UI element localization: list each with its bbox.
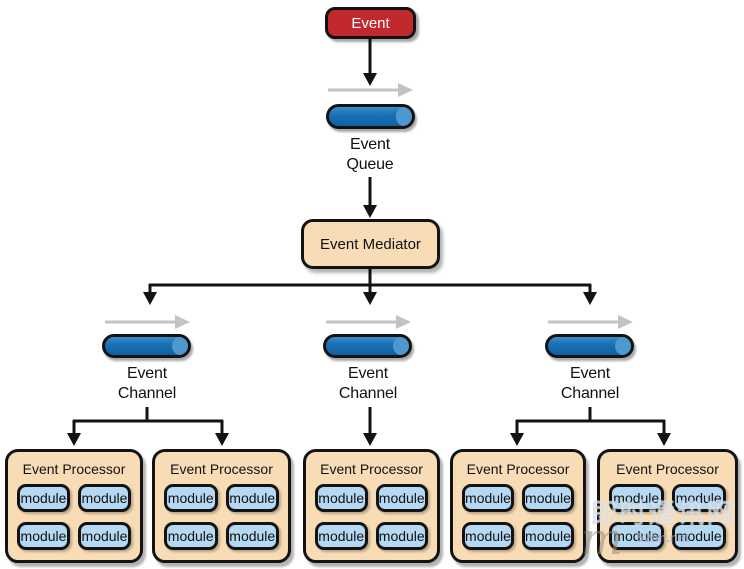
arrowhead-right-icon [618, 315, 633, 329]
module-block: module [375, 484, 428, 512]
module-block: module [671, 522, 726, 550]
module-block: module [164, 484, 218, 512]
module-block: module [315, 484, 368, 512]
module-block: module [225, 522, 279, 550]
event-processor-title: Event Processor [22, 461, 126, 477]
module-block: module [609, 522, 664, 550]
module-block: module [315, 522, 368, 550]
arrowhead-down-icon [363, 205, 377, 218]
module-grid: module module module module [462, 484, 574, 550]
module-block: module [462, 522, 514, 550]
module-grid: module module module module [164, 484, 279, 550]
arrowhead-right-icon [398, 83, 413, 97]
module-block: module [17, 484, 70, 512]
module-block: module [462, 484, 514, 512]
event-processor-title: Event Processor [466, 461, 570, 477]
arrowhead-down-icon [363, 292, 377, 305]
arrowhead-down-icon [510, 433, 524, 446]
event-node: Event [325, 7, 416, 39]
event-processor-5: Event Processor module module module mod… [597, 449, 738, 563]
module-grid: module module module module [17, 484, 131, 550]
arrowhead-right-icon [175, 315, 190, 329]
arrowhead-down-icon [657, 433, 671, 446]
module-block: module [522, 484, 574, 512]
module-block: module [17, 522, 70, 550]
module-block: module [164, 522, 218, 550]
arrowhead-down-icon [583, 292, 597, 305]
module-block: module [225, 484, 279, 512]
event-channel-cylinder-2 [323, 334, 412, 358]
module-block: module [78, 522, 131, 550]
event-processor-4: Event Processor module module module mod… [450, 449, 586, 563]
arrowhead-down-icon [67, 433, 81, 446]
event-channel-cylinder-3 [545, 334, 634, 358]
module-block: module [78, 484, 131, 512]
event-node-label: Event [351, 14, 390, 32]
event-processor-1: Event Processor module module module mod… [5, 449, 143, 563]
module-block: module [671, 484, 726, 512]
event-processor-3: Event Processor module module module mod… [303, 449, 440, 563]
event-queue-label: Event Queue [346, 136, 394, 174]
event-channel-label-1: Event Channel [117, 365, 177, 403]
module-grid: module module module module [609, 484, 726, 550]
event-channel-cylinder-1 [102, 334, 191, 358]
event-mediator-label: Event Mediator [320, 235, 421, 253]
arrowhead-down-icon [363, 433, 377, 446]
module-block: module [522, 522, 574, 550]
event-mediator-node: Event Mediator [301, 219, 440, 269]
module-block: module [609, 484, 664, 512]
event-processor-title: Event Processor [170, 461, 273, 477]
event-channel-label-3: Event Channel [560, 365, 620, 403]
arrowhead-down-icon [215, 433, 229, 446]
arrowhead-down-icon [143, 292, 157, 305]
event-channel-label-2: Event Channel [338, 365, 398, 403]
module-block: module [375, 522, 428, 550]
module-grid: module module module module [315, 484, 428, 550]
event-processor-title: Event Processor [616, 461, 719, 477]
event-queue-cylinder [326, 104, 415, 129]
arrowhead-right-icon [396, 315, 411, 329]
event-processor-title: Event Processor [320, 461, 423, 477]
event-processor-2: Event Processor module module module mod… [152, 449, 291, 563]
arrowhead-down-icon [363, 73, 377, 86]
